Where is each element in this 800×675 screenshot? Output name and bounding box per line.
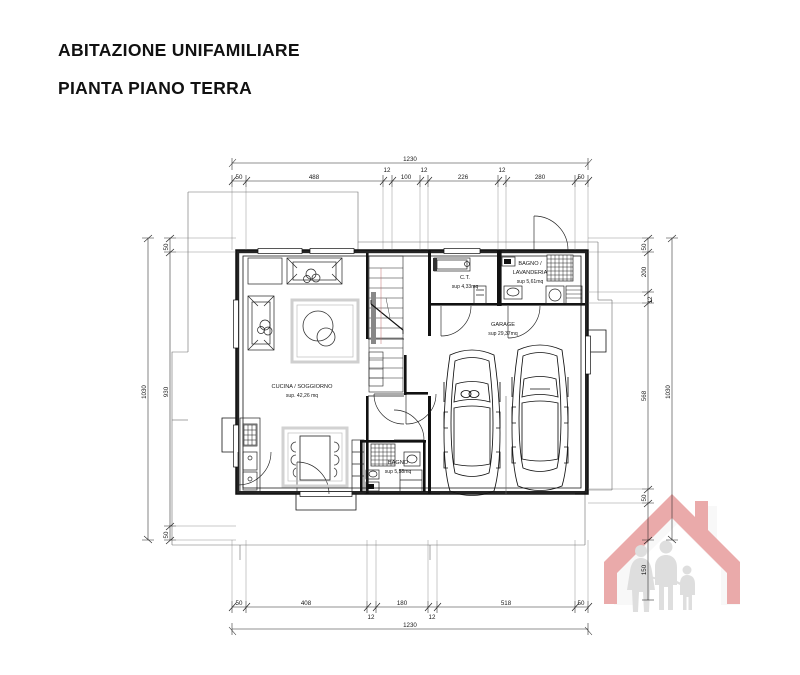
dim-bottom-7: 50 — [578, 600, 585, 607]
house-family-logo-watermark — [604, 494, 740, 612]
dim-left-1: 50 — [163, 243, 170, 250]
room-area-living: sup. 42,26 mq — [286, 393, 318, 399]
top-dimension-labels: 1230 50 488 12 100 12 226 12 280 50 — [236, 156, 585, 181]
dim-top-5: 12 — [421, 167, 428, 174]
car-right-icon — [511, 344, 569, 491]
dim-top-overall: 1230 — [403, 156, 417, 163]
house-right-wall-icon — [727, 562, 740, 604]
dim-top-3: 12 — [384, 167, 391, 174]
house-left-wall-icon — [604, 562, 617, 604]
right-dimension-line — [588, 234, 678, 601]
dim-top-6: 226 — [458, 174, 469, 181]
doors — [237, 215, 569, 495]
laundry-bathroom-fixtures — [501, 254, 583, 305]
room-area-garage: sup 29,37mq — [488, 331, 518, 337]
dim-bottom-1: 50 — [236, 600, 243, 607]
top-dimension-line — [228, 158, 593, 250]
page-title-primary: ABITAZIONE UNIFAMILIARE — [58, 40, 300, 60]
left-dimension-labels: 1030 50 930 50 — [141, 243, 170, 538]
dim-top-9: 50 — [578, 174, 585, 181]
dim-top-1: 50 — [236, 174, 243, 181]
dim-bottom-overall: 1230 — [403, 622, 417, 629]
page-title-secondary: PIANTA PIANO TERRA — [58, 77, 253, 98]
family-silhouette-icon — [627, 540, 695, 612]
room-labels: CUCINA / SOGGIORNO sup. 42,26 mq C.T. su… — [272, 261, 548, 475]
title-block: ABITAZIONE UNIFAMILIARE PIANTA PIANO TER… — [58, 40, 478, 117]
left-dimension-line — [142, 234, 236, 545]
dim-bottom-6: 518 — [501, 600, 512, 607]
dim-right-2: 200 — [641, 266, 648, 277]
house-chimney-icon — [695, 501, 708, 534]
garage-cars — [443, 344, 569, 496]
dim-right-overall: 1030 — [665, 385, 672, 399]
site-boundary-lines — [171, 191, 613, 560]
car-left-icon — [443, 349, 501, 496]
dim-right-4: 568 — [641, 390, 648, 401]
dim-left-3: 50 — [163, 531, 170, 538]
right-dimension-labels: 50 200 12 568 50 150 1030 — [641, 243, 672, 575]
dim-bottom-2: 408 — [301, 600, 312, 607]
dim-right-3: 12 — [647, 296, 654, 303]
room-label-living: CUCINA / SOGGIORNO — [272, 384, 334, 390]
dim-left-overall: 1030 — [141, 385, 148, 399]
bathroom-fixtures — [365, 443, 423, 493]
room-label-laundry: BAGNO / — [518, 261, 542, 267]
dim-top-4: 100 — [401, 174, 412, 181]
room-label-bathroom: BAGNO — [388, 460, 409, 466]
room-label-laundry-2: LAVANDERIA — [513, 270, 548, 276]
dim-bottom-4: 180 — [397, 600, 408, 607]
windows — [233, 248, 591, 497]
dim-right-5: 50 — [641, 494, 648, 501]
dim-top-7: 12 — [499, 167, 506, 174]
dim-bottom-5: 12 — [429, 614, 436, 621]
room-area-laundry: sup 5,61mq — [517, 279, 544, 285]
bottom-dimension-labels: 50 408 12 180 12 518 50 1230 — [236, 600, 585, 629]
dim-bottom-3: 12 — [368, 614, 375, 621]
living-room-furniture — [239, 257, 365, 495]
room-label-ct: C.T. — [460, 275, 470, 281]
dim-top-2: 488 — [309, 174, 320, 181]
room-area-ct: sup 4,33mq — [452, 284, 479, 290]
room-area-bathroom: sup 5,58mq — [385, 469, 412, 475]
ct-room-fixtures — [433, 257, 487, 305]
staircase — [368, 255, 404, 393]
dim-right-6: 150 — [641, 564, 648, 575]
dim-left-2: 930 — [163, 386, 170, 397]
dim-right-1: 50 — [641, 243, 648, 250]
bottom-dimension-line — [228, 540, 593, 636]
dim-top-8: 280 — [535, 174, 546, 181]
room-label-garage: GARAGE — [491, 322, 515, 328]
